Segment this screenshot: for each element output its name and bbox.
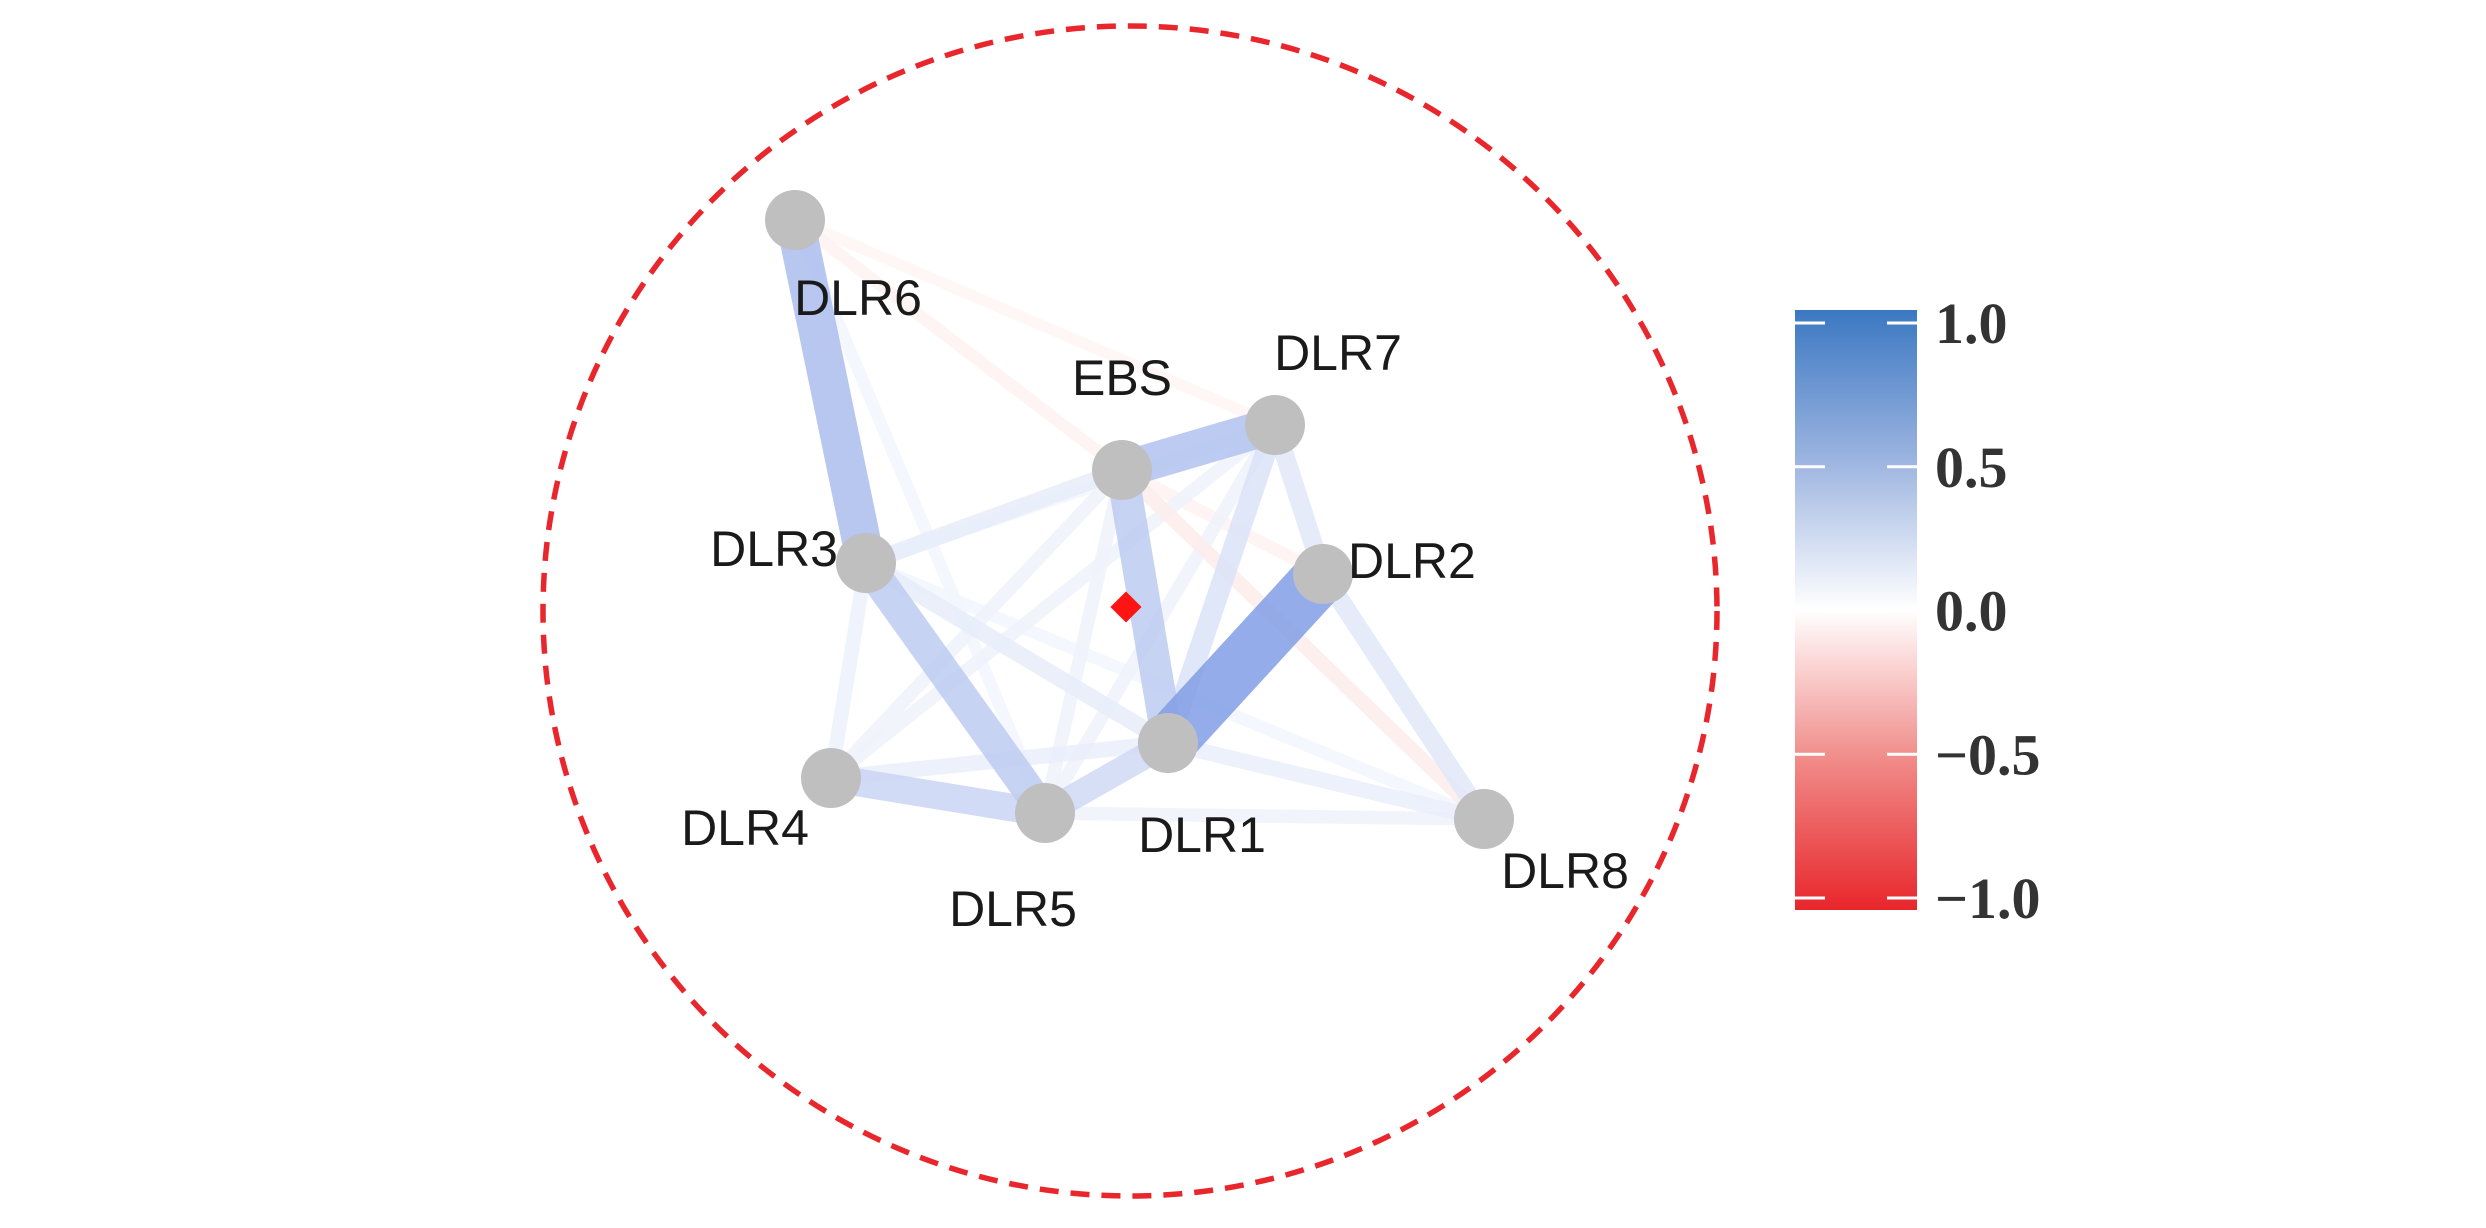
edge-dlr5-dlr8 (1038, 806, 1491, 826)
node-circle (836, 533, 896, 593)
edge-dlr3-ebs (857, 461, 1131, 572)
node-dlr7: DLR7 (1245, 325, 1402, 455)
node-circle (1138, 713, 1198, 773)
edge-dlr6-dlr5 (788, 213, 1052, 820)
node-label: DLR2 (1348, 533, 1476, 589)
node-label: EBS (1072, 350, 1172, 406)
node-dlr1: DLR1 (1138, 713, 1266, 863)
node-dlr6: DLR6 (765, 190, 922, 326)
colorbar-tick-label: 0.0 (1935, 579, 2008, 644)
edge-dlr1-dlr8 (1160, 735, 1492, 827)
node-dlr8: DLR8 (1454, 789, 1629, 899)
node-circle (1092, 440, 1152, 500)
node-dlr4: DLR4 (681, 748, 861, 856)
edge-layer (775, 200, 1494, 830)
node-circle (801, 748, 861, 808)
edge-dlr3-dlr4 (823, 555, 874, 786)
node-dlr3: DLR3 (710, 521, 896, 593)
colorbar-tick-label: 1.0 (1935, 291, 2008, 356)
edge-ebs-dlr1 (1105, 453, 1185, 760)
edge-dlr4-dlr5 (817, 764, 1059, 827)
edge-dlr6-dlr7 (789, 214, 1281, 431)
node-ebs: EBS (1072, 350, 1172, 500)
colorbar-tick-label: −1.0 (1935, 866, 2041, 931)
node-label: DLR8 (1501, 843, 1629, 899)
edge-dlr6-dlr3 (775, 200, 886, 583)
colorbar: 1.0 0.5 0.0 −0.5 −1.0 (1795, 291, 2041, 931)
edge-dlr2-dlr8 (1313, 564, 1494, 829)
colorbar-tick-label: 0.5 (1935, 435, 2008, 500)
node-circle (1454, 789, 1514, 849)
edge-dlr3-dlr5 (849, 546, 1062, 830)
node-label: DLR3 (710, 521, 838, 577)
node-circle (765, 190, 825, 250)
node-dlr5: DLR5 (949, 783, 1077, 937)
node-label: DLR4 (681, 800, 809, 856)
edge-dlr4-dlr7 (824, 418, 1282, 785)
node-circle (1245, 395, 1305, 455)
node-label: DLR1 (1138, 807, 1266, 863)
node-circle (1293, 544, 1353, 604)
node-circle (1015, 783, 1075, 843)
edge-ebs-dlr8 (1114, 462, 1492, 827)
node-dlr2: DLR2 (1293, 533, 1476, 604)
edge-dlr1-dlr2 (1140, 546, 1351, 771)
node-label: DLR5 (949, 881, 1077, 937)
boundary-circle (540, 23, 1720, 1199)
edge-dlr6-ebs (788, 213, 1129, 477)
node-label: DLR7 (1274, 325, 1402, 381)
edge-dlr3-dlr1 (857, 554, 1177, 752)
colorbar-tick-label: −0.5 (1935, 722, 2041, 787)
node-label: DLR6 (794, 270, 922, 326)
